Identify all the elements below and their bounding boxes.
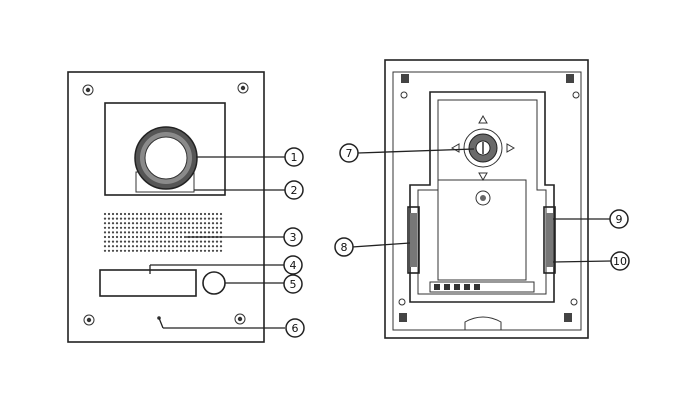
callout-leaders — [149, 148, 612, 329]
callout-markers: 1 2 3 4 5 6 7 8 9 10 — [283, 143, 630, 338]
back-view-panel — [384, 59, 589, 339]
callout-number: 2 — [291, 184, 298, 197]
callout-10: 10 — [610, 251, 630, 271]
callout-number: 3 — [290, 231, 297, 244]
back-panel-inner — [392, 71, 582, 331]
back-corner-clips — [398, 74, 580, 322]
callout-circle — [283, 227, 303, 247]
callout-number: 4 — [290, 259, 297, 272]
callout-circle — [339, 143, 359, 163]
left-bracket — [407, 206, 420, 274]
callout-number: 5 — [290, 278, 297, 291]
callout-circle — [283, 274, 303, 294]
callout-7: 7 — [339, 143, 359, 163]
callout-circle — [284, 180, 304, 200]
module-housing — [409, 91, 555, 303]
back-panel-outer — [384, 59, 589, 339]
callout-3: 3 — [283, 227, 303, 247]
speaker-grille — [103, 212, 223, 252]
callout-number: 6 — [292, 322, 299, 335]
callout-circle — [610, 251, 630, 271]
terminal-strip — [429, 281, 535, 293]
callout-5: 5 — [283, 274, 303, 294]
callout-circle — [609, 209, 629, 229]
callout-number: 7 — [346, 147, 353, 160]
callout-circle — [283, 255, 303, 275]
front-view-panel — [67, 71, 265, 343]
module-housing-inner — [417, 99, 547, 295]
circuit-board — [437, 179, 527, 281]
callout-1: 1 — [284, 147, 304, 167]
camera-lens-icon — [134, 126, 198, 190]
front-corner-screws — [82, 82, 249, 326]
callout-circle — [334, 237, 354, 257]
callout-number: 9 — [616, 213, 623, 226]
name-plate — [99, 269, 197, 297]
right-bracket — [543, 206, 556, 274]
front-panel-outline — [67, 71, 265, 343]
callout-6: 6 — [285, 318, 305, 338]
callout-number: 8 — [341, 241, 348, 254]
camera-adjuster-icon — [450, 114, 516, 182]
callout-2: 2 — [284, 180, 304, 200]
camera-window — [104, 102, 226, 196]
callout-circle — [285, 318, 305, 338]
callout-8: 8 — [334, 237, 354, 257]
board-hole — [475, 190, 491, 206]
callout-number: 10 — [613, 255, 627, 268]
cable-notch — [464, 316, 502, 330]
callout-number: 1 — [291, 151, 298, 164]
callout-9: 9 — [609, 209, 629, 229]
call-button-icon — [202, 271, 226, 295]
callout-4: 4 — [283, 255, 303, 275]
callout-circle — [284, 147, 304, 167]
